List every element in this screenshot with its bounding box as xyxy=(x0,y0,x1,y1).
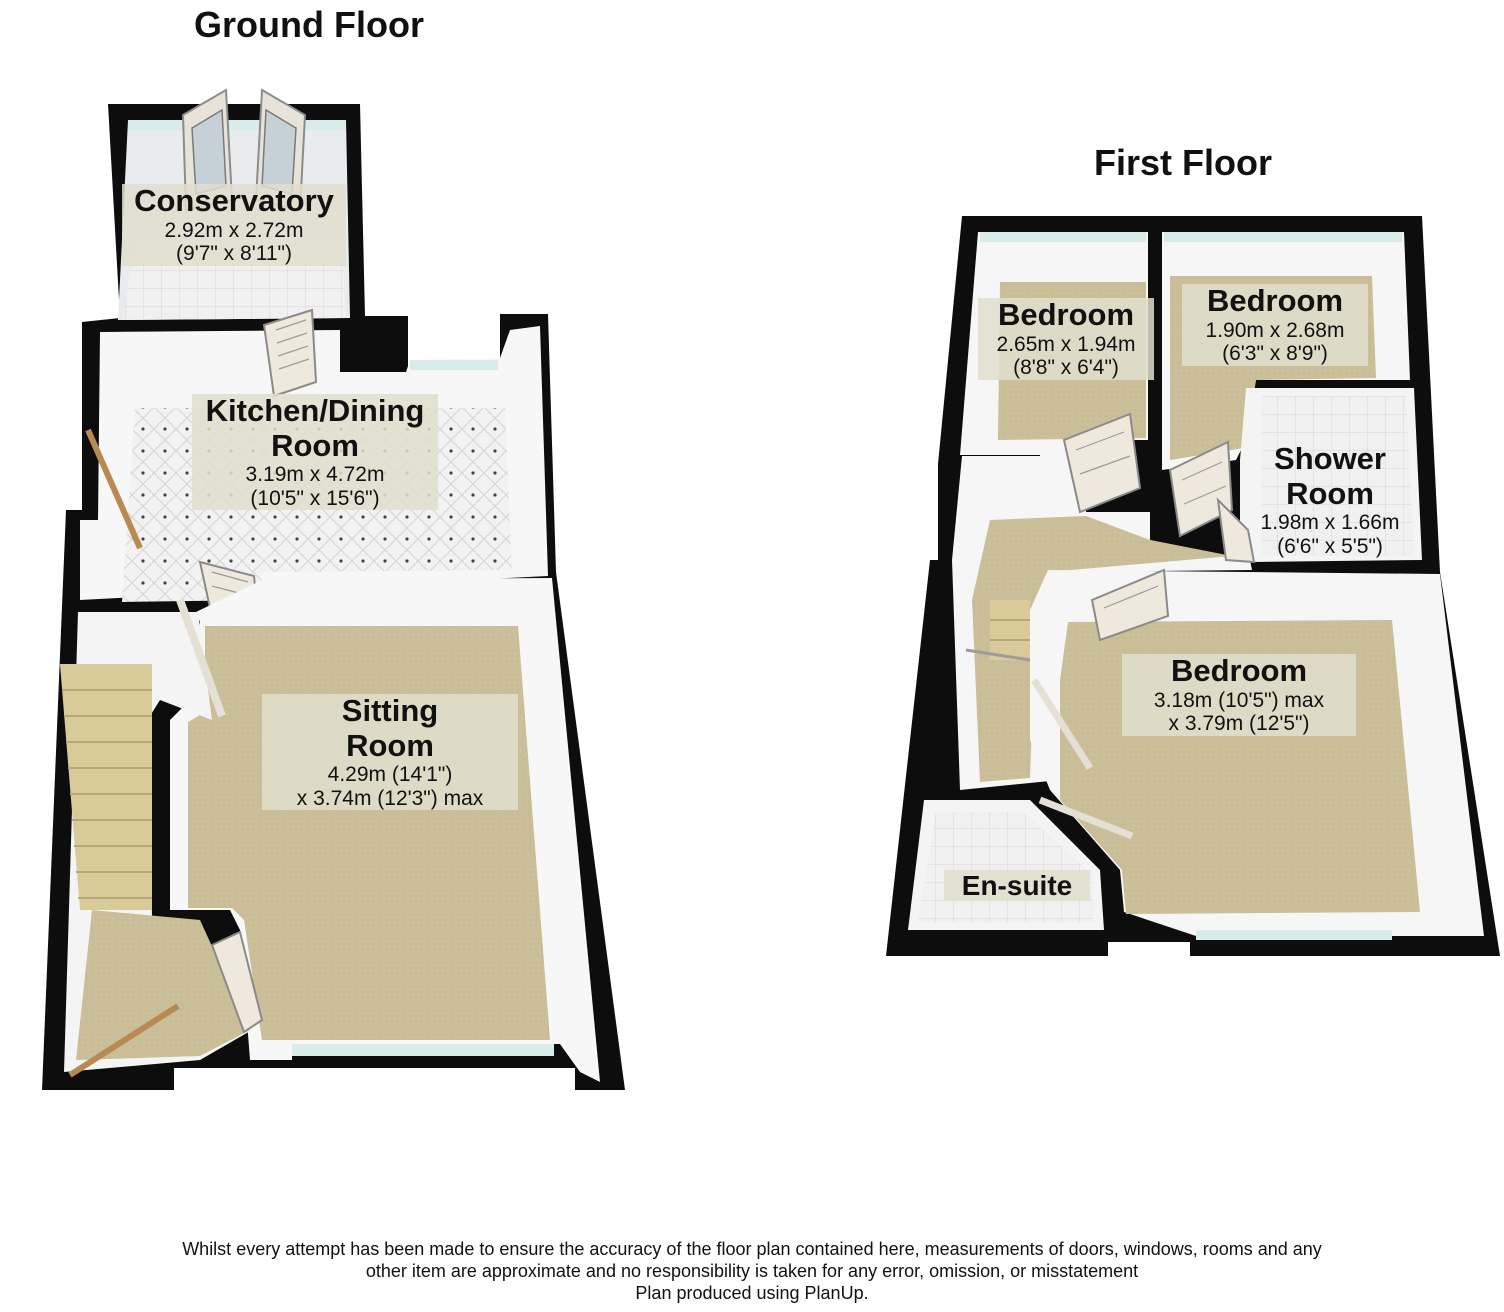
bedroom-right-label: Bedroom 1.90m x 2.68m (6'3" x 8'9") xyxy=(1182,283,1368,366)
disclaimer-line-3: Plan produced using PlanUp. xyxy=(635,1283,869,1304)
sitting-room-name-line1: Sitting xyxy=(341,693,439,728)
sitting-room-dim-line2: x 3.74m (12'3") max xyxy=(296,786,484,810)
kitchen-dining-name-line1: Kitchen/Dining xyxy=(205,393,425,428)
bedroom-main-dim-line2: x 3.79m (12'5") xyxy=(1168,712,1310,736)
hall-floor xyxy=(76,910,250,1060)
shower-room-name-line2: Room xyxy=(1286,475,1374,511)
bedroom-right-name: Bedroom xyxy=(1206,283,1344,318)
kitchen-dining-dim-imperial: (10'5" x 15'6") xyxy=(250,486,380,510)
sitting-room-name-line2: Room xyxy=(346,727,434,763)
bedroom-main-door-icon xyxy=(1090,568,1170,642)
shower-room-dim-metric: 1.98m x 1.66m xyxy=(1260,511,1400,535)
kitchen-dining-label: Kitchen/Dining Room 3.19m x 4.72m (10'5"… xyxy=(192,393,438,511)
stair-rail-icon xyxy=(68,1003,180,1078)
wardrobe-door-icon xyxy=(1031,678,1093,770)
sitting-room-label: Sitting Room 4.29m (14'1") x 3.74m (12'3… xyxy=(262,693,518,811)
bedroom-main-dim-line1: 3.18m (10'5") max xyxy=(1153,688,1325,712)
bedroom-right-window xyxy=(1164,232,1402,242)
conservatory-name: Conservatory xyxy=(134,183,334,218)
bedroom-left-door-icon xyxy=(1062,412,1142,514)
bedroom-left-dim-imperial: (8'8" x 6'4") xyxy=(1013,356,1119,380)
bedroom-main-window xyxy=(1196,930,1392,940)
shower-room-dim-imperial: (6'6" x 5'5") xyxy=(1277,534,1383,558)
sitting-room-door-icon xyxy=(210,930,264,1034)
sitting-room-dim-line1: 4.29m (14'1") xyxy=(327,763,453,787)
staircase-icon xyxy=(60,664,152,910)
conservatory-dim-imperial: (9'7" x 8'11") xyxy=(176,242,292,266)
landing-floor xyxy=(972,516,1232,782)
kitchen-dining-name-line2: Room xyxy=(271,427,359,463)
conservatory-window xyxy=(128,120,346,130)
bedroom-left-dim-metric: 2.65m x 1.94m xyxy=(996,332,1136,356)
sitting-room-window xyxy=(292,1044,554,1056)
disclaimer-line-1: Whilst every attempt has been made to en… xyxy=(182,1239,1322,1259)
disclaimer-text: Whilst every attempt has been made to en… xyxy=(0,1238,1504,1304)
landing-stairs-icon xyxy=(965,600,1031,662)
ensuite-name: En-suite xyxy=(961,870,1073,901)
shower-room-tiles xyxy=(1262,396,1414,556)
first-floor-title: First Floor xyxy=(1094,142,1272,183)
ensuite-door-icon xyxy=(1038,796,1134,840)
conservatory-dim-metric: 2.92m x 2.72m xyxy=(164,218,304,242)
bedroom-left-label: Bedroom 2.65m x 1.94m (8'8" x 6'4") xyxy=(978,297,1154,380)
bedroom-right-dim-metric: 1.90m x 2.68m xyxy=(1205,318,1345,342)
bedroom-right-dim-imperial: (6'3" x 8'9") xyxy=(1222,342,1328,366)
shower-room-name-line1: Shower xyxy=(1274,441,1386,476)
shower-room-label: Shower Room 1.98m x 1.66m (6'6" x 5'5") xyxy=(1240,441,1420,558)
shower-room-door-icon xyxy=(1216,497,1256,564)
bedroom-main-label: Bedroom 3.18m (10'5") max x 3.79m (12'5"… xyxy=(1122,653,1356,736)
hall-door-icon xyxy=(176,598,226,718)
french-door-icon xyxy=(181,88,307,212)
bedroom-left-name: Bedroom xyxy=(997,297,1135,332)
ensuite-label: En-suite xyxy=(944,870,1090,902)
kitchen-dining-dim-metric: 3.19m x 4.72m xyxy=(245,463,385,487)
bedroom-main-name: Bedroom xyxy=(1170,653,1308,688)
kitchen-window xyxy=(410,360,498,370)
ground-floor-title: Ground Floor xyxy=(194,4,424,45)
bedroom-left-window xyxy=(980,232,1146,242)
kitchen-door-icon xyxy=(262,308,318,398)
conservatory-label: Conservatory 2.92m x 2.72m (9'7" x 8'11"… xyxy=(122,183,346,266)
kitchen-side-door-icon xyxy=(85,428,143,550)
bedroom-right-door-icon xyxy=(1168,440,1234,538)
disclaimer-line-2: other item are approximate and no respon… xyxy=(365,1261,1139,1282)
